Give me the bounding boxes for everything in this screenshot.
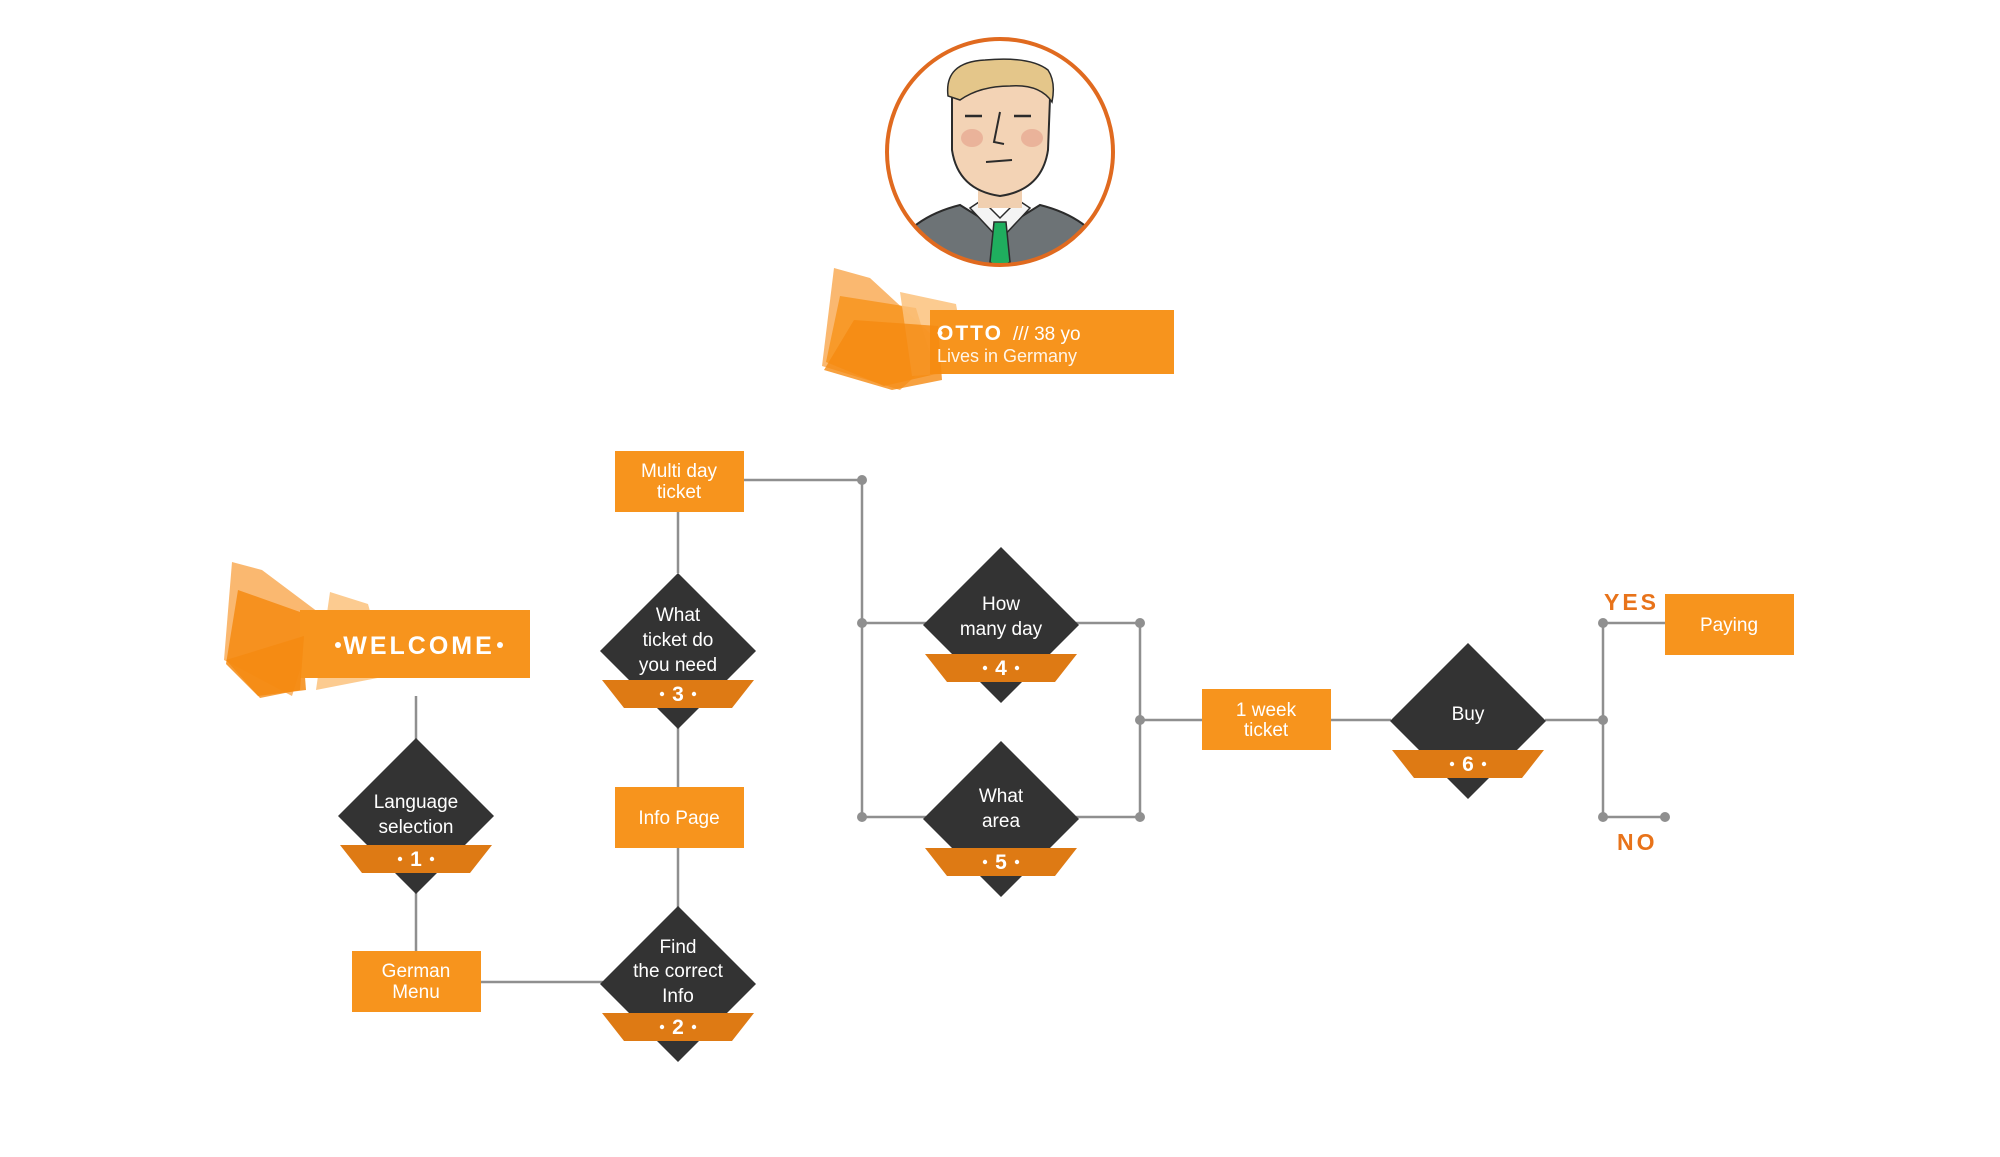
welcome-label: WELCOME [343, 632, 495, 660]
decision-number: 2 [672, 1016, 684, 1039]
box-label-line: Paying [1700, 615, 1758, 636]
decision-label-line: Buy [1452, 704, 1485, 725]
box-info-page[interactable]: Info Page [615, 787, 744, 848]
decision-number: 4 [995, 657, 1007, 680]
persona-name: OTTO [937, 322, 1003, 345]
box-label-line: Info Page [638, 808, 719, 829]
branch-yes-label: YES [1604, 589, 1659, 615]
box-german-menu[interactable]: German Menu [352, 951, 481, 1012]
decision-number: 3 [672, 683, 684, 706]
box-label-line: ticket [657, 482, 702, 503]
decision-label-line: you need [639, 655, 717, 676]
box-label-line: German [382, 961, 451, 982]
connector-multiday-split [744, 478, 864, 817]
persona-banner: OTTO /// 38 yo Lives in Germany [822, 268, 1174, 390]
decision-label-line: the correct [633, 961, 723, 982]
decision-label-line: many day [960, 619, 1043, 640]
welcome-banner: WELCOME [224, 562, 530, 698]
decision-number: 6 [1462, 753, 1474, 776]
decision-buy[interactable]: Buy 6 [1390, 643, 1546, 799]
decision-label-line: What [656, 605, 701, 626]
decision-label-line: What [979, 786, 1024, 807]
box-label-line: Menu [392, 982, 440, 1003]
box-label-line: Multi day [641, 461, 718, 482]
box-label-line: ticket [1244, 720, 1289, 741]
box-multi-day-ticket[interactable]: Multi day ticket [615, 451, 744, 512]
decision-what-ticket[interactable]: What ticket do you need 3 [600, 573, 756, 729]
decision-label-line: area [982, 811, 1020, 832]
decision-label-line: Info [662, 986, 694, 1007]
decision-number: 5 [995, 851, 1007, 874]
decision-number: 1 [410, 848, 422, 871]
decision-what-area[interactable]: What area 5 [923, 741, 1079, 897]
decision-label-line: selection [379, 817, 454, 838]
box-1-week-ticket[interactable]: 1 week ticket [1202, 689, 1331, 750]
decision-label-line: ticket do [643, 630, 714, 651]
svg-text:OTTO/// 38 yo: OTTO /// 38 yo [937, 322, 1081, 345]
box-paying[interactable]: Paying [1665, 594, 1794, 655]
connector-dots [857, 475, 1670, 822]
branch-no-label: NO [1617, 829, 1658, 855]
decision-label-line: Language [374, 792, 459, 813]
decision-label-line: How [982, 594, 1020, 615]
decision-language-selection[interactable]: Language selection 1 [338, 738, 494, 894]
persona-age: /// 38 yo [1013, 324, 1081, 345]
persona-avatar [885, 37, 1115, 267]
avatar-ring [885, 37, 1115, 267]
decision-how-many-day[interactable]: How many day 4 [923, 547, 1079, 703]
persona-location: Lives in Germany [937, 346, 1077, 366]
box-label-line: 1 week [1236, 700, 1297, 721]
decision-label-line: Find [660, 937, 697, 958]
decision-find-correct-info[interactable]: Find the correct Info 2 [600, 906, 756, 1062]
